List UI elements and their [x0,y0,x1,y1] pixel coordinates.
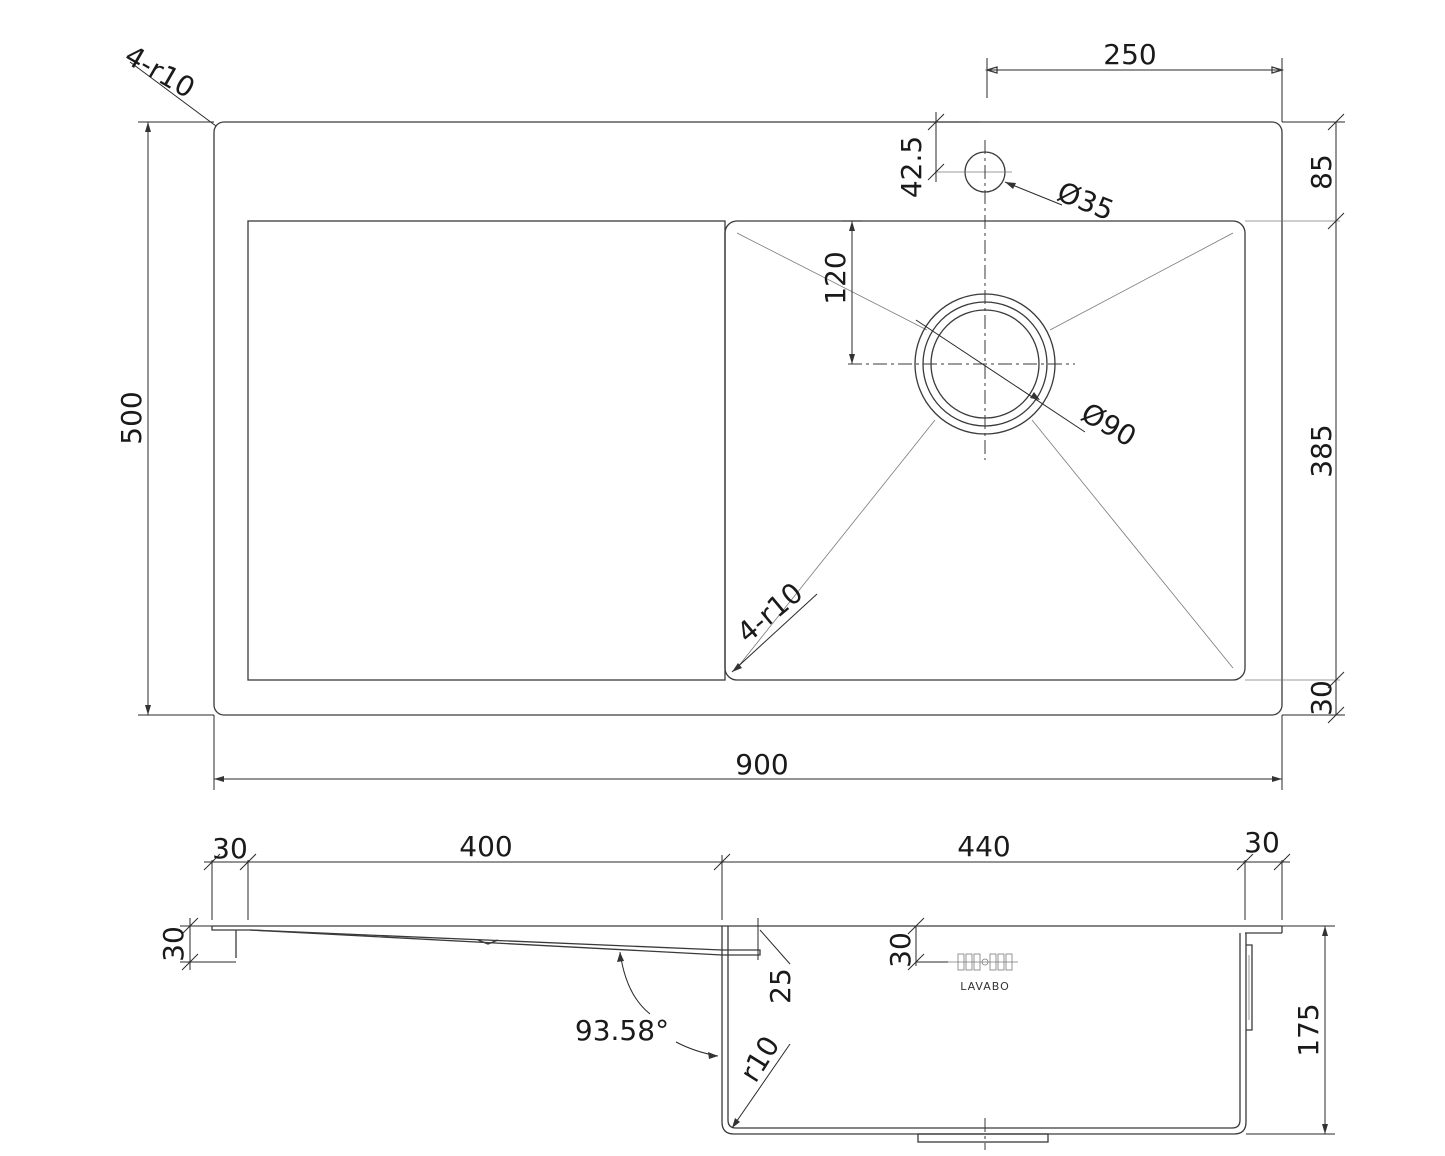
angle-arc [619,951,651,1015]
dim-label-outer-corner-radius: 4-r10 [119,39,201,105]
dim-label-bowl-corner-radius: 4-r10 [731,576,810,650]
dim-label-bowl-depth: 385 [1305,424,1338,477]
sink-outline [213,121,1283,716]
dim-label-overall-width: 900 [735,748,788,781]
dim-label-bowl-length: 440 [957,830,1010,863]
dim-label-faucet-offset-y: 42.5 [895,136,928,198]
dim-label-bowl-height: 175 [1292,1003,1325,1056]
dim-label-drain-offset-y: 120 [819,251,852,304]
dim-label-left-rim: 30 [212,832,248,865]
drain-body [917,1133,1049,1143]
drainboard-area [247,220,726,681]
side-view: LAVABO 30 400 440 30 30 25 30 [157,826,1335,1150]
bowl-profile [721,926,1247,1135]
dim-label-right-rim: 30 [1244,826,1280,859]
bowl-slope-line [736,232,928,331]
dim-label-logo-offset: 30 [884,932,917,968]
dim-label-drain-diameter: Ø90 [1076,396,1142,453]
dim-label-drainboard-length: 400 [459,830,512,863]
bowl-slope-line [1049,232,1234,331]
dim-label-drainboard-angle: 93.58° [575,1014,669,1047]
top-view: 250 42.5 Ø35 120 Ø90 4-r10 4-r10 [115,38,1345,790]
dim-label-drainboard-drop: 25 [764,968,797,1004]
brand-logo: LAVABO [948,953,1018,993]
dim-label-faucet-diameter: Ø35 [1053,175,1119,227]
bowl-slope-line [1031,419,1234,669]
dim-label-faucet-offset-x: 250 [1103,38,1156,71]
dim-label-overall-depth: 500 [115,391,148,444]
dim-label-rim-height: 30 [157,926,190,962]
dim-leader-90 [915,319,1086,433]
dim-leader-bowl-radius [731,593,818,673]
logo-text: LAVABO [960,980,1010,993]
dim-leader-bowl-radius [731,1043,791,1129]
dim-leader-outer-radius [129,61,217,127]
dim-label-bottom-margin: 30 [1305,680,1338,716]
dim-label-bowl-top-margin: 85 [1305,154,1338,190]
bowl-slope-line [736,419,936,669]
dim-label-side-bowl-radius: r10 [733,1030,786,1087]
